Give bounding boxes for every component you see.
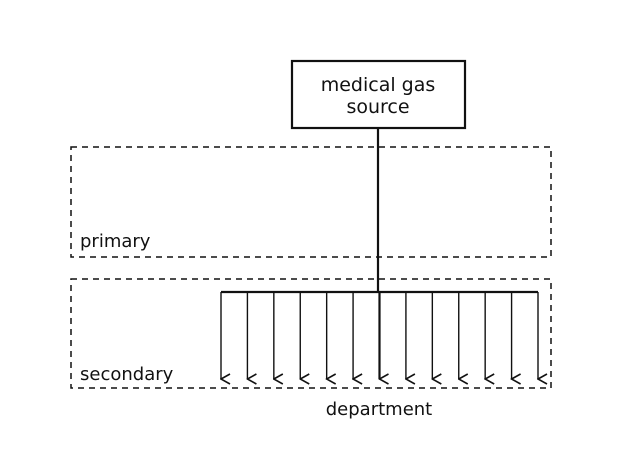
branch-group xyxy=(221,292,538,379)
source-label-line-1: medical gas xyxy=(321,74,436,96)
primary-zone xyxy=(70,146,552,258)
source-label-line-2: source xyxy=(346,96,409,118)
secondary-zone-label: secondary xyxy=(80,364,174,385)
primary-zone-label: primary xyxy=(80,231,151,252)
secondary-zone xyxy=(70,278,552,389)
department-label: department xyxy=(326,399,433,420)
